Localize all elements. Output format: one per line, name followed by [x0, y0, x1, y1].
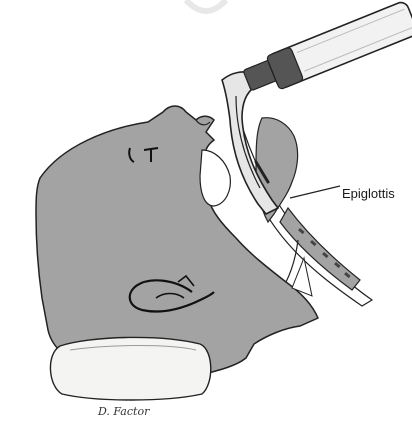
laryngoscope-handle	[266, 0, 412, 90]
mouth-cavity	[200, 150, 230, 206]
trachea	[280, 208, 360, 290]
watermark-mark	[186, 0, 226, 11]
epiglottis-label: Epiglottis	[342, 186, 395, 201]
pillow	[50, 337, 210, 400]
artist-signature: D. Factor	[98, 405, 149, 418]
epiglottis-leader	[290, 186, 340, 198]
